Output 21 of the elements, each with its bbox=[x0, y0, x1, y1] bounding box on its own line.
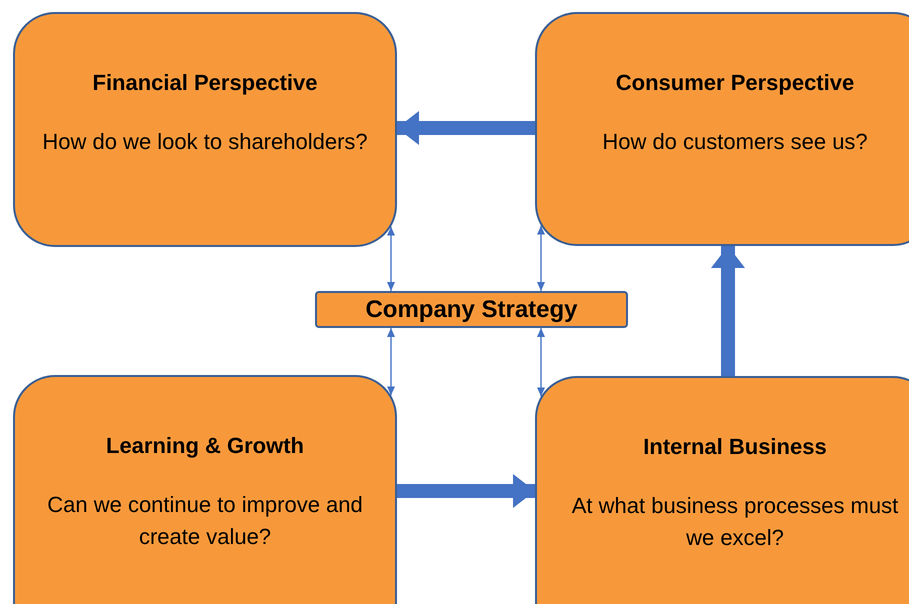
box-question: How do we look to shareholders? bbox=[42, 128, 368, 156]
box-heading: Internal Business bbox=[643, 434, 827, 460]
box-heading: Company Strategy bbox=[365, 296, 578, 324]
arrow bbox=[397, 111, 535, 145]
arrow bbox=[397, 474, 535, 508]
perspective-box bbox=[13, 12, 397, 247]
box-question: At what business processes must we excel? bbox=[570, 492, 900, 552]
perspective-box bbox=[315, 291, 628, 328]
perspective-box bbox=[535, 376, 909, 604]
box-question: How do customers see us? bbox=[602, 128, 868, 156]
arrow bbox=[387, 328, 395, 396]
box-heading: Consumer Perspective bbox=[616, 70, 854, 96]
arrow bbox=[387, 226, 395, 291]
arrow bbox=[711, 246, 745, 376]
arrow bbox=[537, 226, 545, 291]
box-heading: Learning & Growth bbox=[106, 433, 304, 459]
perspective-box bbox=[13, 375, 397, 604]
box-question: Can we continue to improve and create value? bbox=[46, 491, 364, 551]
box-heading: Financial Perspective bbox=[92, 70, 318, 96]
arrow bbox=[537, 328, 545, 396]
perspective-box bbox=[535, 12, 909, 246]
